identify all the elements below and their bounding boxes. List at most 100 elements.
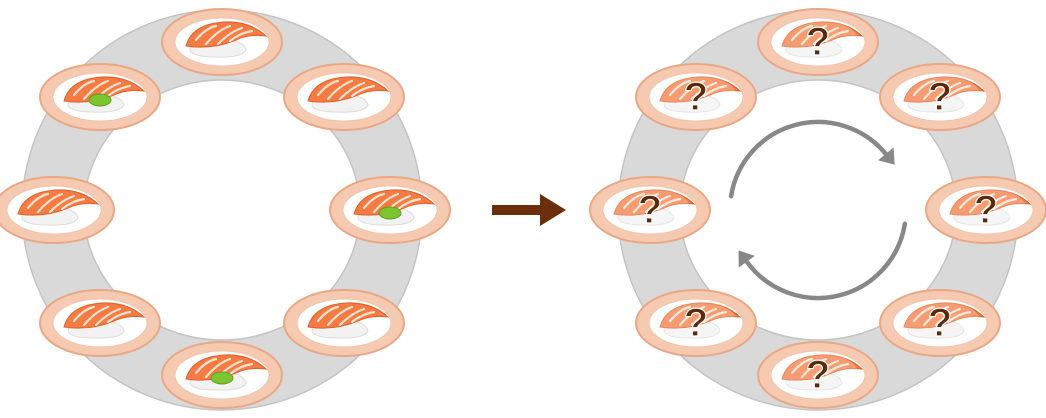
- salmon-stripe: [934, 81, 962, 101]
- salmon-slice: [903, 76, 986, 103]
- salmon-nigiri-icon: [613, 189, 696, 226]
- salmon-stripe: [690, 307, 718, 327]
- salmon-nigiri-icon: [307, 302, 390, 339]
- salmon-stripe: [992, 197, 1018, 211]
- salmon-stripe: [228, 29, 254, 43]
- fade-overlay: [656, 75, 736, 115]
- salmon-stripe: [204, 357, 232, 379]
- wasabi-dot: [210, 371, 234, 385]
- sushi-plate: [161, 341, 283, 409]
- salmon-stripe: [204, 24, 232, 46]
- salmon-stripe: [790, 24, 814, 42]
- salmon-stripe: [338, 307, 366, 327]
- question-mark: ?: [806, 353, 830, 397]
- question-mark: ?: [806, 20, 830, 64]
- salmon-stripe: [824, 362, 850, 376]
- sushi-plate: [283, 63, 405, 131]
- salmon-stripe: [94, 307, 122, 327]
- salmon-nigiri-icon: [353, 189, 436, 226]
- salmon-nigiri-icon: [659, 76, 742, 113]
- sushi-plate: [161, 8, 283, 76]
- salmon-stripe: [824, 29, 850, 43]
- salmon-stripe: [958, 192, 982, 210]
- salmon-slice: [17, 189, 100, 216]
- salmon-slice: [659, 302, 742, 329]
- salmon-nigiri-icon: [659, 302, 742, 339]
- rotation-arc-upper-head: [878, 147, 895, 165]
- fade-overlay: [778, 353, 858, 393]
- salmon-stripe: [326, 79, 354, 101]
- salmon-stripe: [350, 310, 376, 324]
- salmon-slice: [613, 189, 696, 216]
- hidden-sushi-plate: ?: [925, 176, 1046, 244]
- hidden-sushi-plate: ?: [757, 341, 879, 409]
- fade-overlay: [778, 20, 858, 60]
- salmon-stripe: [922, 79, 950, 101]
- salmon-stripe: [338, 81, 366, 101]
- salmon-stripe: [800, 24, 828, 46]
- salmon-stripe: [678, 79, 706, 101]
- salmon-stripe: [72, 305, 96, 323]
- salmon-stripe: [362, 192, 386, 210]
- sushi-plate: [39, 289, 161, 357]
- salmon-stripe: [82, 79, 110, 101]
- salmon-slice: [307, 302, 390, 329]
- salmon-nigiri-icon: [781, 354, 864, 391]
- wasabi-dot: [378, 206, 402, 220]
- question-mark: ?: [638, 188, 662, 232]
- sushi-plate: [0, 176, 115, 244]
- salmon-nigiri-icon: [63, 76, 146, 113]
- salmon-nigiri-icon: [949, 189, 1032, 226]
- salmon-stripe: [316, 305, 340, 323]
- hidden-sushi-plate: ?: [879, 289, 1001, 357]
- salmon-nigiri-icon: [903, 302, 986, 339]
- salmon-slice: [903, 302, 986, 329]
- salmon-nigiri-icon: [185, 21, 268, 58]
- question-mark: ?: [684, 75, 708, 119]
- salmon-stripe: [106, 84, 132, 98]
- salmon-stripe: [912, 79, 936, 97]
- salmon-slice: [781, 354, 864, 381]
- salmon-stripe: [326, 305, 354, 327]
- hidden-sushi-plate: ?: [635, 289, 757, 357]
- salmon-stripe: [350, 84, 376, 98]
- salmon-stripe: [26, 192, 50, 210]
- question-mark: ?: [684, 301, 708, 345]
- sushi-plate: [283, 289, 405, 357]
- sushi-plate: [329, 176, 451, 244]
- salmon-nigiri-icon: [185, 354, 268, 391]
- salmon-stripe: [228, 362, 254, 376]
- salmon-slice: [949, 189, 1032, 216]
- salmon-stripe: [968, 192, 996, 214]
- salmon-stripe: [690, 81, 718, 101]
- salmon-stripe: [82, 305, 110, 327]
- salmon-slice: [185, 21, 268, 48]
- salmon-nigiri-icon: [63, 302, 146, 339]
- salmon-nigiri-icon: [17, 189, 100, 226]
- fade-overlay: [656, 301, 736, 341]
- salmon-stripe: [60, 197, 86, 211]
- fade-overlay: [900, 301, 980, 341]
- salmon-slice: [659, 76, 742, 103]
- salmon-stripe: [316, 79, 340, 97]
- salmon-stripe: [372, 192, 400, 214]
- salmon-stripe: [36, 192, 64, 214]
- salmon-stripe: [678, 305, 706, 327]
- salmon-stripe: [946, 84, 972, 98]
- rotation-arc-lower-head: [738, 250, 755, 268]
- hidden-sushi-plate: ?: [589, 176, 711, 244]
- rotation-arc-upper: [728, 119, 889, 199]
- salmon-stripe: [922, 305, 950, 327]
- salmon-stripe: [702, 84, 728, 98]
- salmon-stripe: [216, 26, 244, 46]
- salmon-stripe: [194, 357, 218, 375]
- salmon-stripe: [632, 192, 660, 214]
- salmon-stripe: [644, 194, 672, 214]
- arrow-shape: [492, 194, 566, 226]
- sushi-plate: [39, 63, 161, 131]
- salmon-stripe: [702, 310, 728, 324]
- salmon-stripe: [72, 79, 96, 97]
- rotation-arc-lower: [744, 221, 908, 301]
